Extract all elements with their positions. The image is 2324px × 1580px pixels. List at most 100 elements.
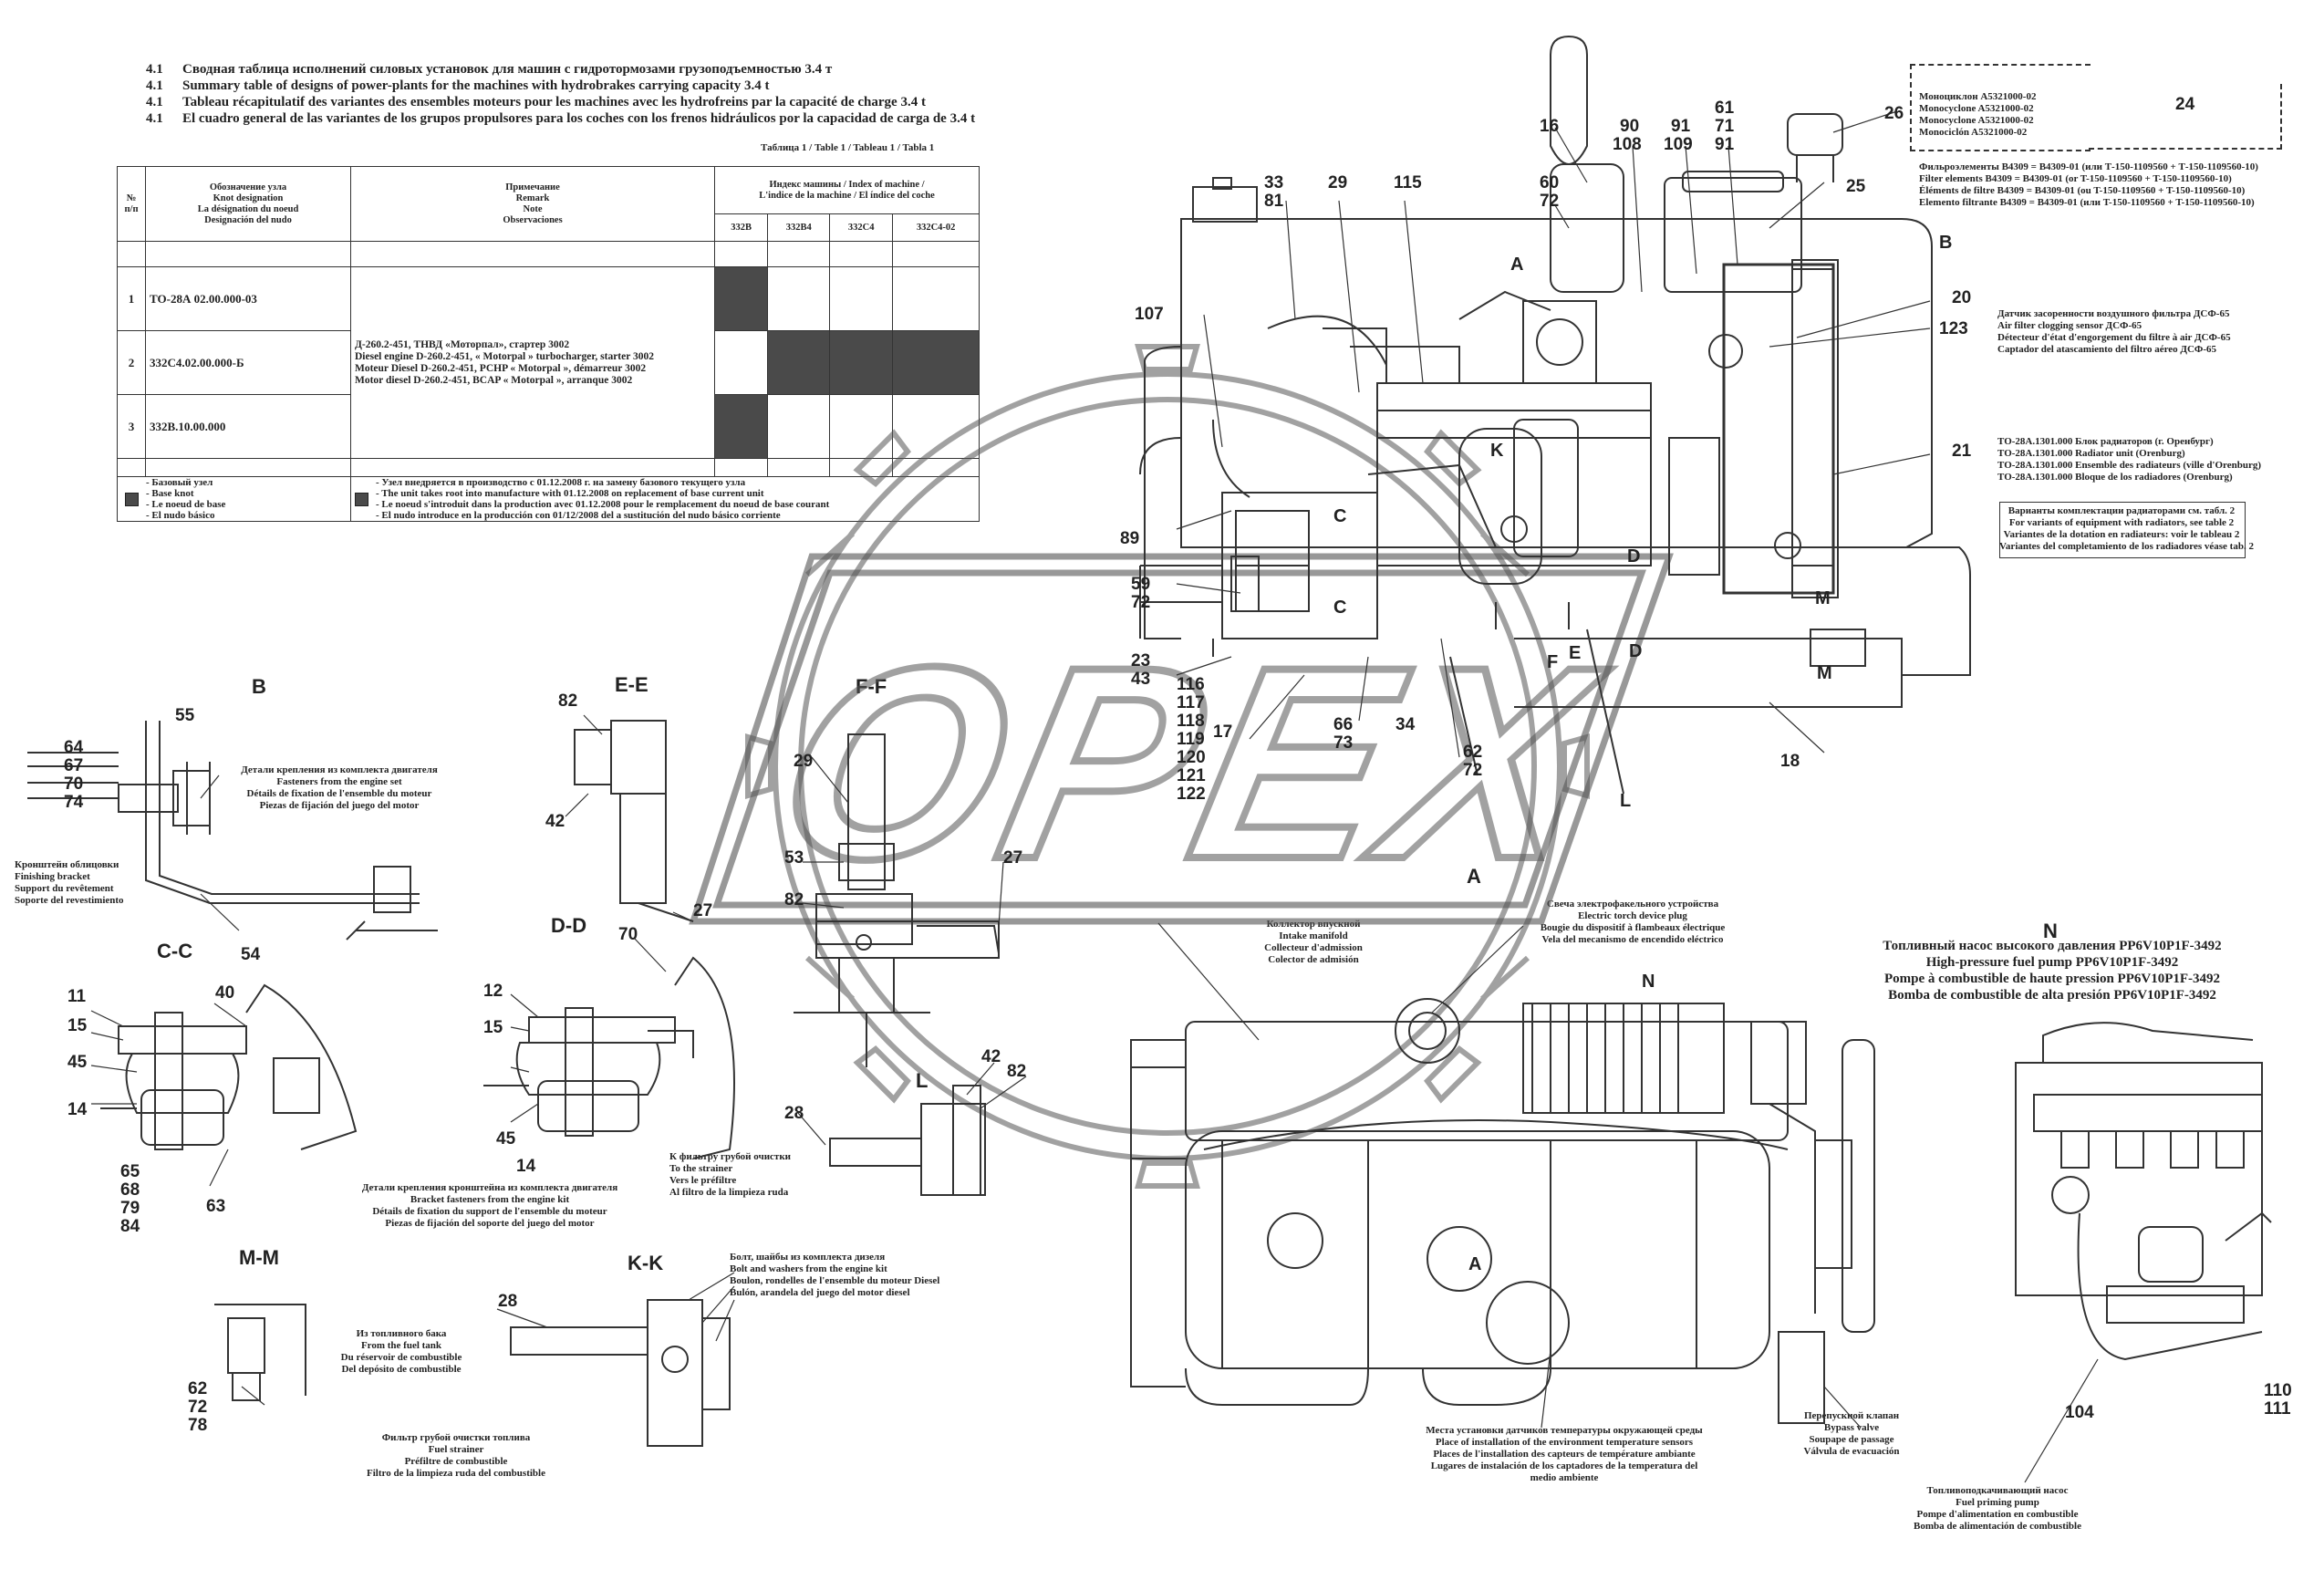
- callout: 45: [67, 1053, 88, 1072]
- view-letter: A: [1510, 255, 1523, 275]
- th-machine-index: Индекс машины / Index of machine /L'indi…: [714, 166, 980, 214]
- view-letter: B: [1939, 233, 1952, 253]
- callout: 42: [981, 1047, 1001, 1066]
- callout: 42: [545, 812, 565, 831]
- callout: 89: [1120, 529, 1139, 548]
- detail-section-mm: [214, 1304, 306, 1401]
- callout: 65: [120, 1162, 140, 1181]
- detail-section-b: [27, 721, 438, 941]
- callout: 115: [1394, 173, 1422, 192]
- callout: 15: [483, 1018, 503, 1037]
- new-knot-swatch: [355, 492, 368, 506]
- callout: 25: [1846, 177, 1866, 196]
- watermark-plate: [689, 553, 1674, 925]
- view-letter: M: [1817, 663, 1832, 683]
- mark-cell-filled: [713, 266, 769, 331]
- base-knot-swatch: [125, 492, 139, 506]
- remark-cell: Д-260.2-451, ТНВД «Моторпал», стартер 30…: [350, 266, 715, 459]
- section-title-kk: K-K: [628, 1252, 664, 1274]
- fuel-pump-note: Топливный насос высокого давления PP6V10…: [1883, 939, 2222, 1003]
- callout: 27: [693, 901, 712, 920]
- legend-new: - Узел внедряется в производство с 01.12…: [350, 476, 980, 522]
- callout: 26: [1884, 104, 1904, 123]
- callout: 23: [1131, 651, 1150, 670]
- callout: 78: [188, 1416, 207, 1435]
- callout: 121: [1177, 766, 1206, 785]
- callout: 59: [1131, 575, 1150, 594]
- callout: 29: [794, 752, 813, 771]
- view-letter: N: [1642, 972, 1655, 992]
- pump-view-n: [2015, 1022, 2272, 1361]
- callout: 116: [1177, 675, 1205, 694]
- view-letter: D: [1627, 546, 1640, 567]
- detail-section-l: [829, 1085, 986, 1196]
- th-332v: 332В: [713, 213, 769, 242]
- legend-base: - Базовый узел- Base knot - Le noeud de …: [117, 476, 351, 522]
- callout: 61: [1715, 99, 1735, 118]
- dashed-frame-24b: [2089, 84, 2282, 150]
- section-title-b: B: [252, 675, 266, 698]
- plan-view-a: [1130, 998, 1875, 1424]
- table-row: 1 ТО-28А 02.00.000-03 Д-260.2-451, ТНВД …: [117, 266, 980, 459]
- callout: 66: [1333, 715, 1353, 734]
- callout: 120: [1177, 748, 1206, 767]
- view-letter: E: [1569, 643, 1581, 663]
- callout: 119: [1177, 730, 1205, 749]
- variants-frame: [1999, 502, 2246, 558]
- callout: 109: [1664, 135, 1693, 154]
- callout: 28: [498, 1292, 517, 1311]
- th-332s4: 332С4: [829, 213, 894, 242]
- side-view: [1139, 35, 1971, 795]
- watermark-text: OPEX: [757, 610, 1624, 916]
- section-title-l: L: [916, 1069, 929, 1092]
- section-title-cc: C-C: [157, 940, 193, 962]
- section-title-ee: E-E: [615, 673, 648, 696]
- callout: 111: [2264, 1399, 2291, 1419]
- callout: 81: [1264, 192, 1284, 211]
- callout: 28: [784, 1104, 804, 1123]
- callout: 74: [64, 793, 84, 812]
- callout: 72: [1131, 593, 1150, 612]
- detail-section-dd: [483, 956, 735, 1159]
- callout: 63: [206, 1197, 225, 1216]
- callout: 104: [2065, 1403, 2094, 1422]
- callout: 54: [241, 945, 261, 964]
- view-letters: B A C C D D K E F M M L N A: [1333, 233, 1952, 1274]
- air-sensor-note: Датчик засоренности воздушного фильтра Д…: [1997, 308, 2231, 355]
- callout: 68: [120, 1180, 140, 1200]
- view-letter: F: [1547, 652, 1558, 672]
- callout: 14: [67, 1100, 88, 1119]
- callout: 70: [64, 774, 83, 794]
- callout: 62: [1463, 743, 1482, 762]
- mark-cell-filled: [713, 394, 769, 459]
- callout: 72: [1463, 761, 1482, 780]
- callout: 118: [1177, 712, 1205, 731]
- view-letter: M: [1815, 588, 1831, 608]
- dashed-frame-24: [1910, 64, 2091, 151]
- callout: 91: [1671, 117, 1691, 136]
- section-title-n: N: [2043, 920, 2058, 942]
- callout: 27: [1003, 848, 1022, 868]
- radiator-note: ТО-28А.1301.000 Блок радиаторов (г. Орен…: [1997, 436, 2262, 483]
- callout: 17: [1213, 722, 1232, 742]
- callout: 71: [1715, 117, 1735, 136]
- callout: 20: [1952, 288, 1971, 307]
- callout: 82: [1007, 1062, 1026, 1081]
- variants-note: Варианты комплектации радиаторами см. та…: [1999, 505, 2254, 552]
- view-letter: L: [1620, 791, 1631, 811]
- callout: 122: [1177, 785, 1206, 804]
- callout: 14: [516, 1157, 536, 1176]
- callout: 12: [483, 982, 503, 1001]
- callout: 67: [64, 756, 83, 775]
